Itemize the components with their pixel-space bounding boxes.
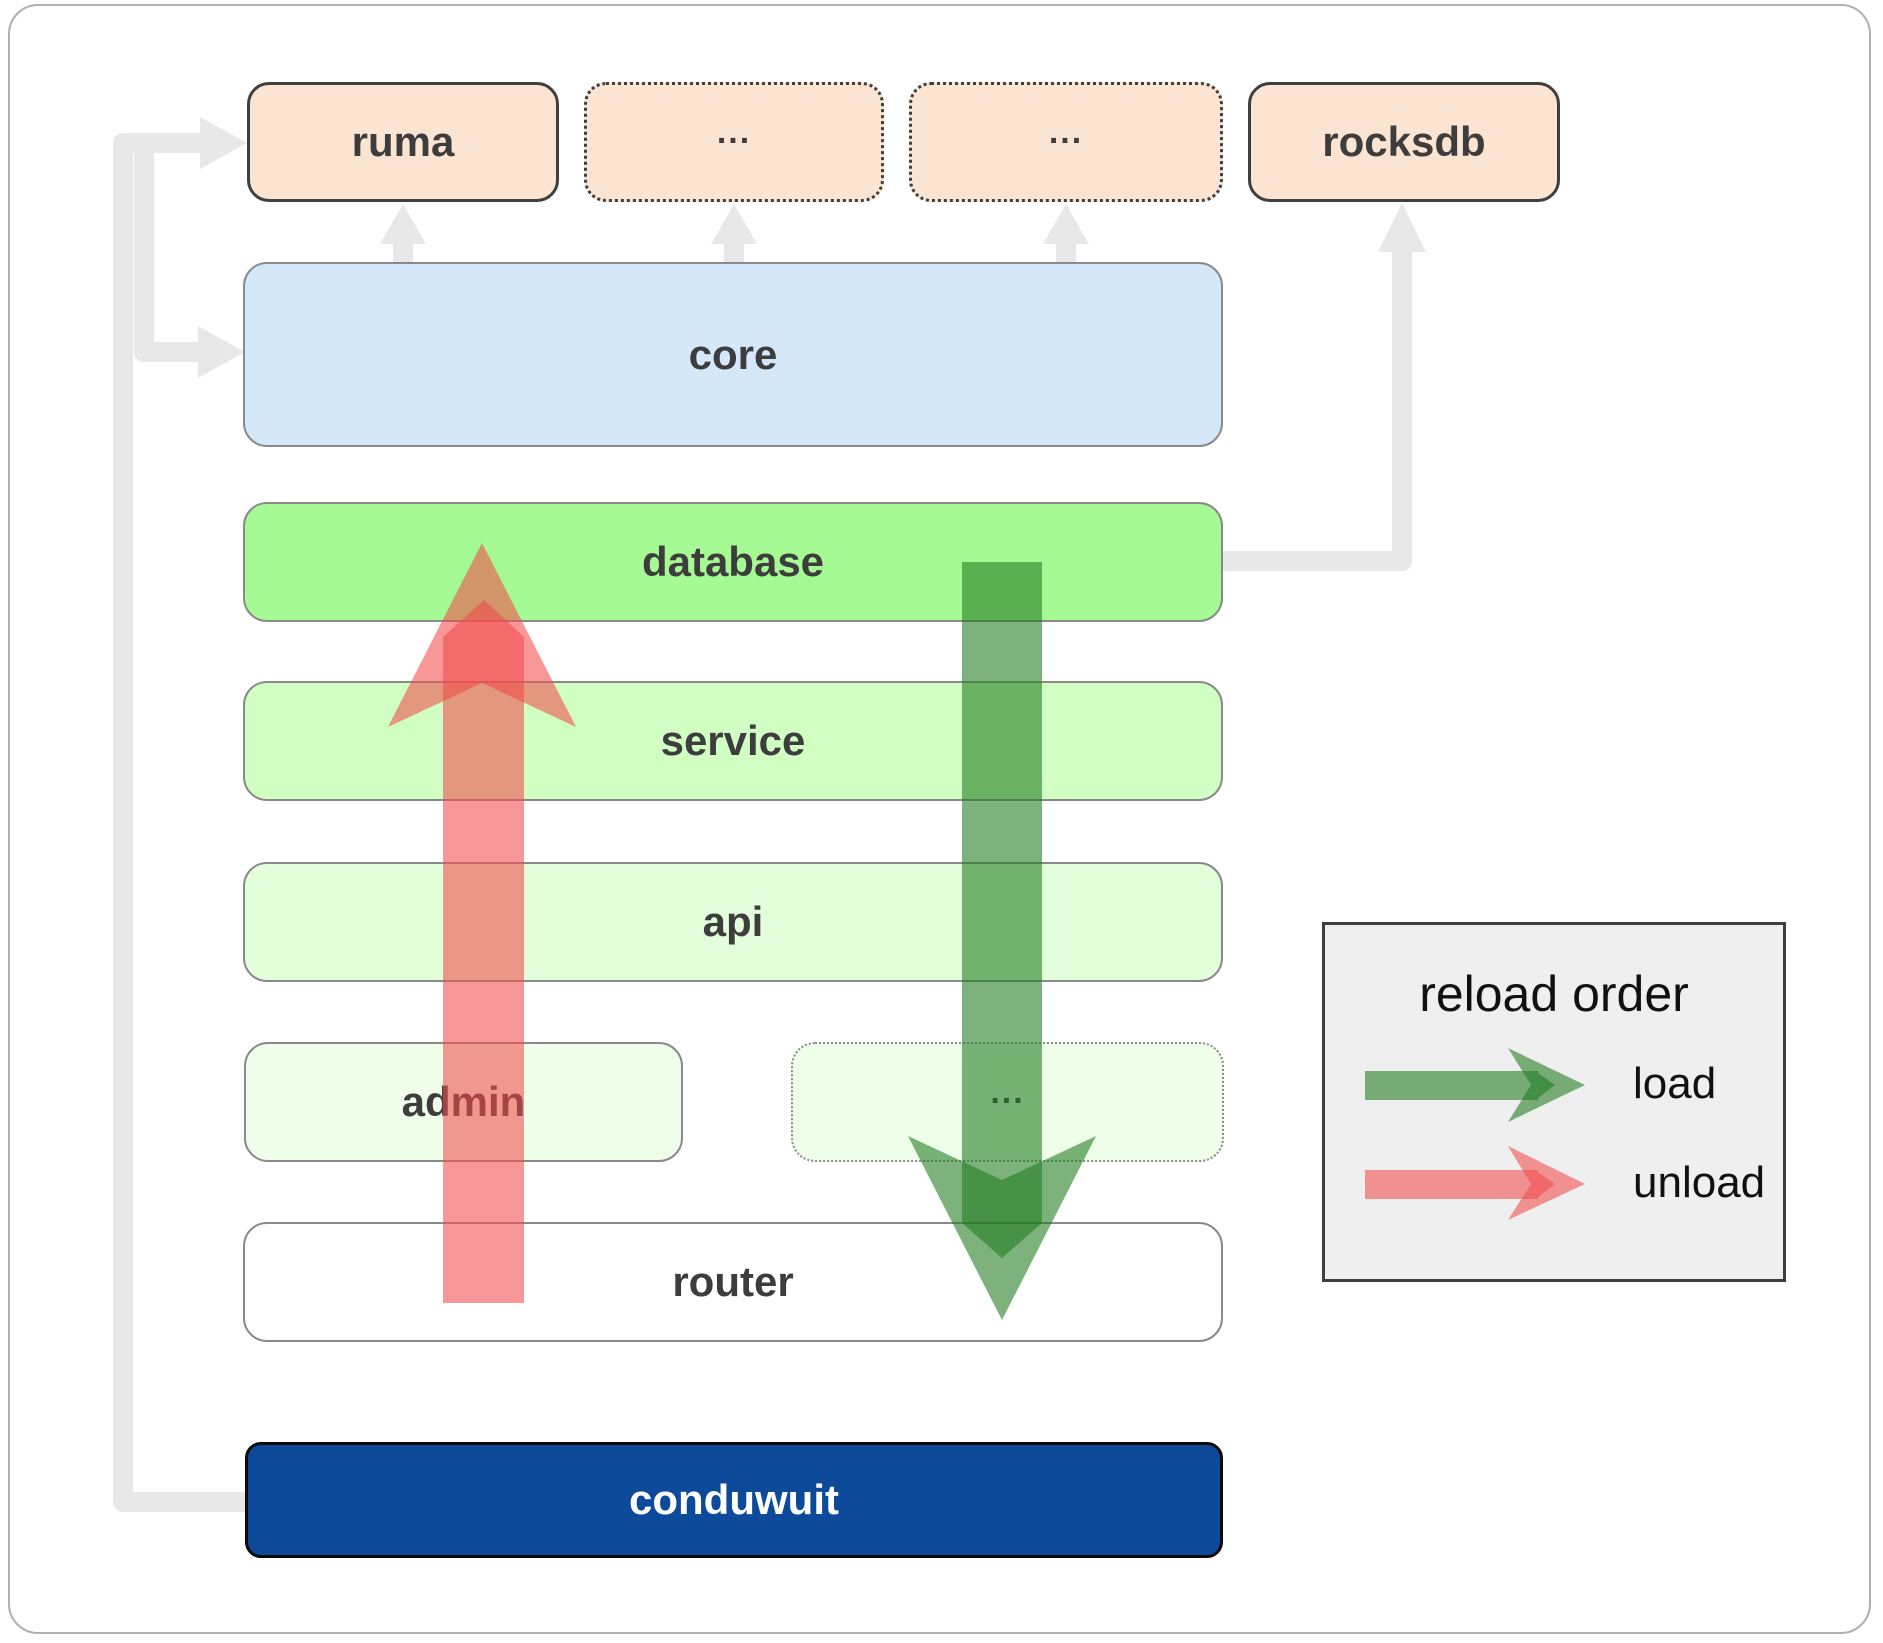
- box-service-label: service: [660, 717, 806, 764]
- legend-load-arrow-icon: [1365, 1048, 1585, 1122]
- legend-reload-order: reload order load unload: [1322, 922, 1786, 1282]
- box-ellipsis-top-left-label: ...: [716, 112, 752, 151]
- box-rocksdb: rocksdb: [1248, 82, 1560, 202]
- box-ellipsis-middle-label: ...: [990, 1072, 1025, 1111]
- box-router: router: [243, 1222, 1223, 1342]
- box-admin-label: admin: [401, 1078, 526, 1125]
- box-database: database: [243, 502, 1223, 622]
- box-admin: admin: [244, 1042, 683, 1162]
- diagram-outer-frame: [8, 4, 1871, 1634]
- box-service: service: [243, 681, 1223, 801]
- box-ruma-label: ruma: [351, 118, 455, 165]
- box-conduwuit-label: conduwuit: [629, 1476, 839, 1523]
- box-api-label: api: [702, 898, 764, 945]
- box-database-label: database: [641, 538, 825, 585]
- box-ruma: ruma: [247, 82, 559, 202]
- box-core-label: core: [688, 330, 778, 378]
- legend-load-label: load: [1633, 1059, 1717, 1108]
- box-api: api: [243, 862, 1223, 982]
- box-ellipsis-top-right: ...: [909, 82, 1223, 202]
- box-conduwuit: conduwuit: [245, 1442, 1223, 1558]
- legend-title: reload order: [1419, 966, 1689, 1022]
- box-ellipsis-top-left: ...: [584, 82, 884, 202]
- box-rocksdb-label: rocksdb: [1322, 118, 1486, 165]
- box-core: core: [243, 262, 1223, 447]
- box-router-label: router: [672, 1258, 794, 1305]
- box-ellipsis-middle: ...: [791, 1042, 1224, 1162]
- legend-unload-label: unload: [1633, 1158, 1766, 1207]
- legend-unload-arrow-icon: [1365, 1146, 1585, 1220]
- box-ellipsis-top-right-label: ...: [1048, 112, 1084, 151]
